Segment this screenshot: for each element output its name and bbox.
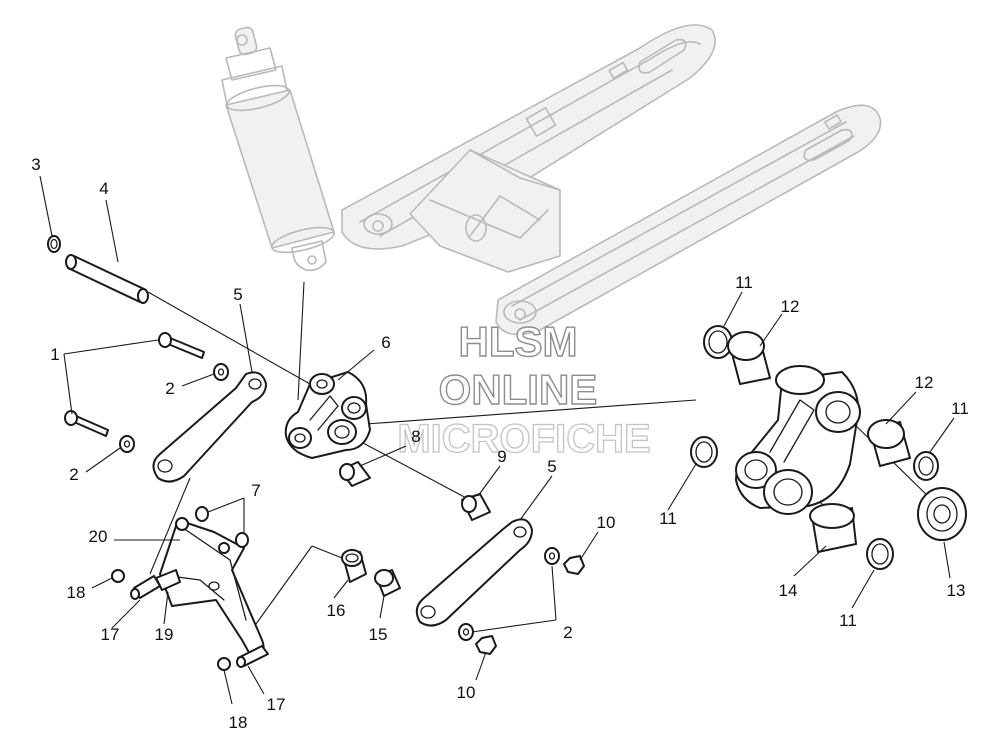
callout-15: 15: [369, 625, 388, 644]
callout-11: 11: [839, 611, 857, 630]
callout-2: 2: [165, 379, 174, 398]
callout-20: 20: [89, 527, 108, 546]
callout-1: 1: [50, 345, 59, 364]
callout-13: 13: [947, 581, 966, 600]
callout-12: 12: [915, 373, 934, 392]
callout-4: 4: [99, 179, 108, 198]
callout-18: 18: [67, 583, 86, 602]
part-rocker-right: [690, 325, 967, 570]
callout-11: 11: [659, 509, 677, 528]
callout-2: 2: [563, 623, 572, 642]
swingarm-ghost: [341, 24, 882, 336]
part-washers-left: [119, 363, 229, 453]
part-bushing: [461, 493, 491, 521]
leader-lines: [39, 175, 955, 705]
callout-14: 14: [779, 581, 798, 600]
callout-11: 11: [735, 273, 753, 292]
callout-5: 5: [547, 457, 556, 476]
callout-10: 10: [457, 683, 476, 702]
callout-labels: 1 2 2 2 3 4 5 5 6 7 8 9 10 10 11 11 11 1…: [31, 155, 969, 732]
part-circlip: [47, 235, 61, 253]
part-bearing-16: [341, 549, 367, 583]
watermark: HLSM ONLINE MICROFICHE: [397, 317, 652, 461]
watermark-line-1: HLSM: [459, 318, 578, 365]
callout-5: 5: [233, 285, 242, 304]
part-washers-nuts-right: [458, 547, 585, 655]
part-pins: [111, 569, 269, 671]
callout-11: 11: [951, 399, 969, 418]
part-link-plate-right: [415, 518, 533, 627]
part-bolts: [64, 332, 205, 437]
callout-17: 17: [101, 625, 120, 644]
callout-6: 6: [381, 333, 390, 352]
callout-7: 7: [251, 481, 260, 500]
callout-10: 10: [597, 513, 616, 532]
part-rocker-left: [284, 371, 371, 459]
callout-12: 12: [781, 297, 800, 316]
callout-3: 3: [31, 155, 40, 174]
part-pivot-shaft: [65, 254, 149, 304]
callout-2: 2: [69, 465, 78, 484]
watermark-line-3: MICROFICHE: [397, 417, 650, 461]
watermark-line-2: ONLINE: [439, 366, 598, 413]
callout-9: 9: [497, 447, 506, 466]
callout-8: 8: [411, 427, 420, 446]
part-link-plate-left: [152, 371, 267, 483]
callout-17: 17: [267, 695, 286, 714]
callout-18: 18: [229, 713, 248, 732]
callout-16: 16: [327, 601, 346, 620]
part-bush-15: [374, 569, 401, 597]
shock-absorber-ghost: [221, 26, 335, 272]
part-spacer: [339, 461, 371, 487]
callout-19: 19: [155, 625, 174, 644]
